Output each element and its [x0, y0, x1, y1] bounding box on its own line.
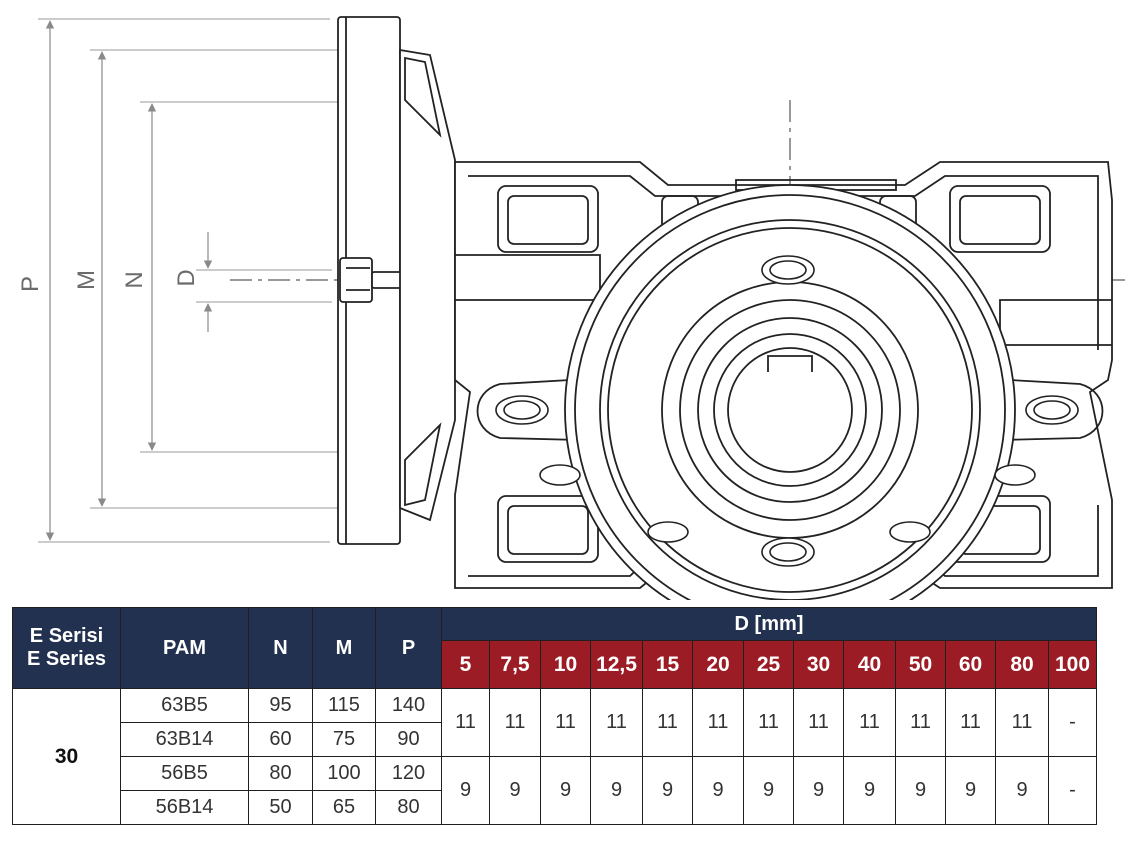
header-p: P [375, 607, 442, 689]
dimension-arrows [45, 20, 213, 541]
spec-table: E Serisi E Series PAM N M P D [mm] 5 7,5… [12, 607, 1097, 825]
header-d-25: 25 [743, 640, 794, 689]
n-cell: 95 [248, 688, 313, 723]
d-cell: 11 [895, 688, 946, 757]
p-cell: 80 [375, 790, 442, 825]
d-cell: 11 [489, 688, 541, 757]
header-d-group: D [mm] [441, 607, 1097, 641]
d-cell: 11 [540, 688, 591, 757]
header-d-10: 10 [540, 640, 591, 689]
d-cell: 9 [540, 756, 591, 825]
header-d-5: 5 [441, 640, 490, 689]
header-series-line2: E Series [27, 648, 106, 670]
bolt-holes [495, 255, 1079, 567]
d-cell: 9 [995, 756, 1049, 825]
d-cell: 9 [692, 756, 744, 825]
output-bore [564, 184, 1016, 600]
m-cell: 115 [312, 688, 376, 723]
header-d-60: 60 [945, 640, 996, 689]
n-cell: 80 [248, 756, 313, 791]
header-pam: PAM [120, 607, 249, 689]
dim-label-n: N [121, 271, 148, 288]
d-cell: 9 [945, 756, 996, 825]
pam-cell: 56B5 [120, 756, 249, 791]
n-cell: 60 [248, 722, 313, 757]
d-cell: 11 [642, 688, 693, 757]
dim-label-m: M [73, 270, 100, 290]
header-d-50: 50 [895, 640, 946, 689]
d-cell: 11 [995, 688, 1049, 757]
d-cell: - [1048, 688, 1097, 757]
d-cell: 9 [590, 756, 643, 825]
m-cell: 100 [312, 756, 376, 791]
header-d-15: 15 [642, 640, 693, 689]
table-row: 63B14 60 75 90 [13, 722, 1097, 757]
dim-label-p: P [17, 276, 44, 292]
d-cell: 11 [590, 688, 643, 757]
d-cell: 9 [642, 756, 693, 825]
d-cell: 11 [441, 688, 490, 757]
d-cell: 11 [692, 688, 744, 757]
extension-lines [38, 18, 396, 543]
n-cell: 50 [248, 790, 313, 825]
d-cell: 11 [743, 688, 794, 757]
header-d-80: 80 [995, 640, 1049, 689]
p-cell: 90 [375, 722, 442, 757]
dim-label-d: D [173, 269, 200, 286]
d-cell: 9 [895, 756, 946, 825]
pam-cell: 56B14 [120, 790, 249, 825]
header-series-line1: E Serisi [29, 625, 104, 647]
motor-flange [337, 16, 456, 545]
m-cell: 75 [312, 722, 376, 757]
d-cell: 9 [843, 756, 896, 825]
series-value: 30 [12, 688, 121, 825]
header-d-30: 30 [793, 640, 844, 689]
m-cell: 65 [312, 790, 376, 825]
p-cell: 120 [375, 756, 442, 791]
d-cell: 9 [489, 756, 541, 825]
header-d-7-5: 7,5 [489, 640, 541, 689]
d-cell: 9 [441, 756, 490, 825]
p-cell: 140 [375, 688, 442, 723]
table-row: 56B5 80 100 120 9 9 9 9 9 9 9 9 9 9 9 9 … [13, 756, 1097, 825]
header-d-20: 20 [692, 640, 744, 689]
gearbox-technical-drawing: P M N D [17, 16, 1125, 600]
table-row: 30 63B5 95 115 140 11 11 11 11 11 11 11 … [12, 688, 1097, 825]
header-d-100: 100 [1048, 640, 1097, 689]
d-cell: 11 [945, 688, 996, 757]
pam-cell: 63B14 [120, 722, 249, 757]
header-series: E Serisi E Series [12, 607, 121, 689]
header-d-40: 40 [843, 640, 896, 689]
header-n: N [248, 607, 313, 689]
pam-cell: 63B5 [120, 688, 249, 723]
d-cell: 11 [843, 688, 896, 757]
table-row: 56B14 50 65 80 [13, 790, 1097, 825]
header-d-12-5: 12,5 [590, 640, 643, 689]
d-cell: - [1048, 756, 1097, 825]
header-m: M [312, 607, 376, 689]
d-cell: 11 [793, 688, 844, 757]
d-cell: 9 [793, 756, 844, 825]
d-cell: 9 [743, 756, 794, 825]
